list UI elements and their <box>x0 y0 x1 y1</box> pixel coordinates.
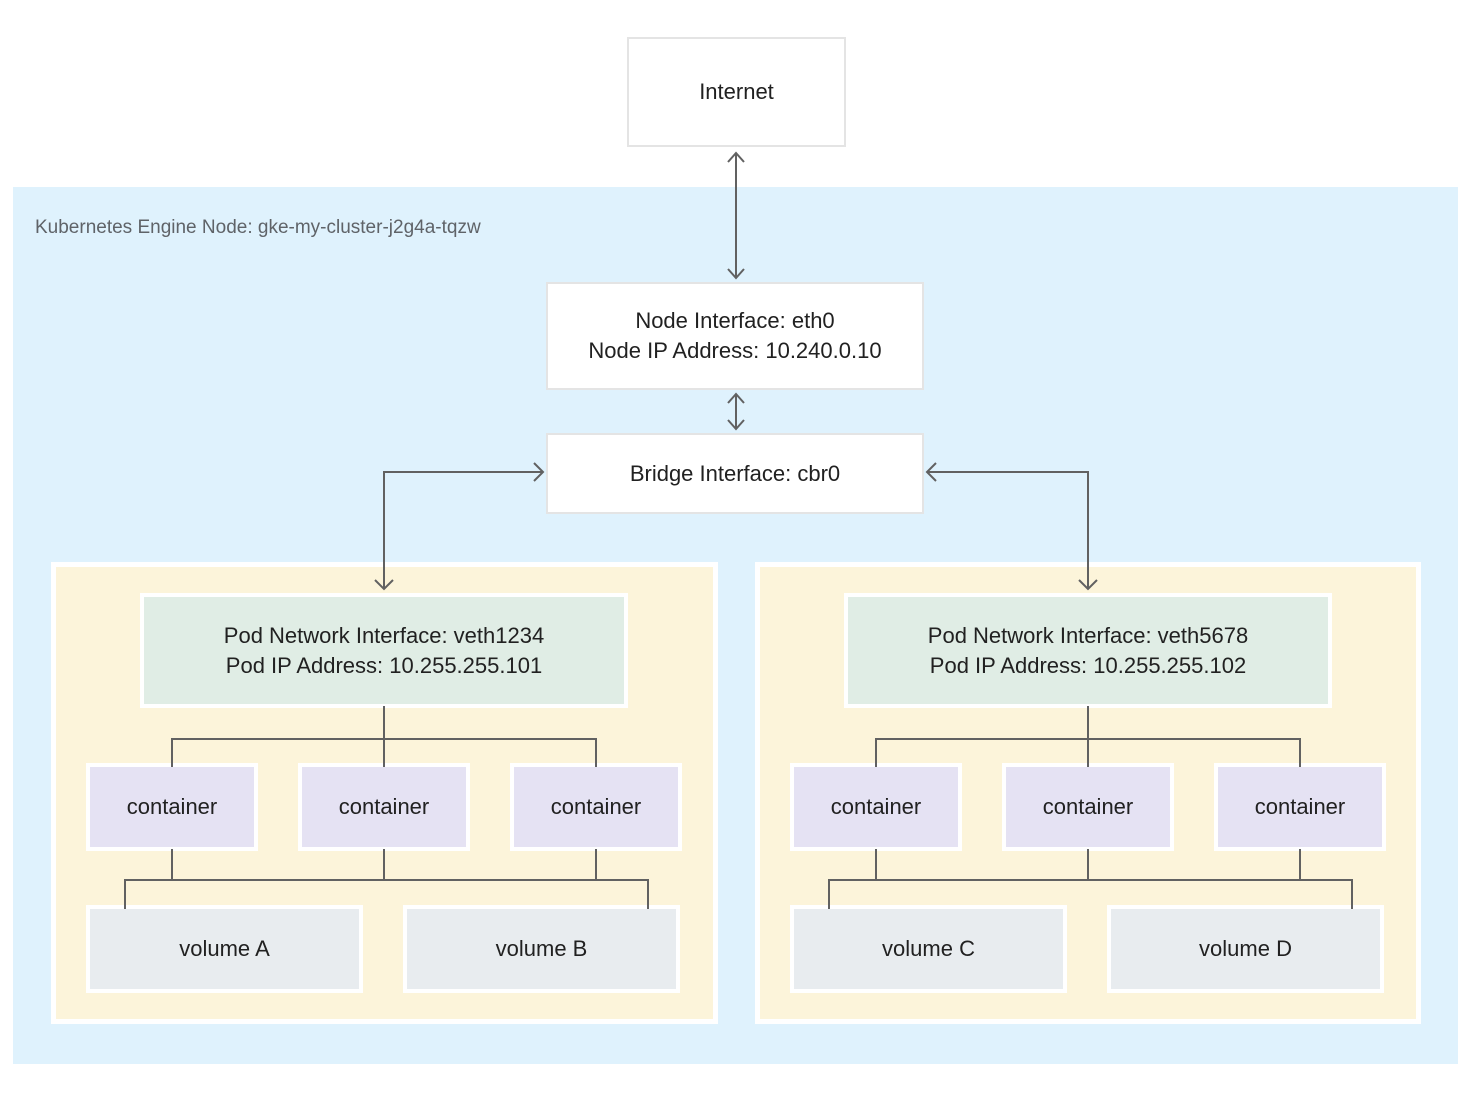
kubernetes-engine-node-label: Kubernetes Engine Node: gke-my-cluster-j… <box>35 217 481 238</box>
pod-2-container-1: container <box>790 763 962 851</box>
node-ip-address: Node IP Address: 10.240.0.10 <box>588 338 882 363</box>
pod-1-container-3: container <box>510 763 682 851</box>
pod-2-network-interface-name: Pod Network Interface: veth5678 <box>927 622 1249 648</box>
pod-1: Pod Network Interface: veth1234 Pod IP A… <box>51 562 718 1024</box>
pod-1-network-interface-name: Pod Network Interface: veth1234 <box>223 622 545 648</box>
pod-1-ip-address: Pod IP Address: 10.255.255.101 <box>225 652 543 678</box>
node-interface-box: Node Interface: eth0 Node IP Address: 10… <box>546 282 924 390</box>
pod-1-volume-a: volume A <box>86 905 363 993</box>
node-interface-name: Node Interface: eth0 <box>635 308 835 333</box>
pod-2-volume-d: volume D <box>1107 905 1384 993</box>
internet-label: Internet <box>699 79 774 104</box>
pod-2-container-3: container <box>1214 763 1386 851</box>
bridge-interface-box: Bridge Interface: cbr0 <box>546 433 924 514</box>
bridge-interface-label: Bridge Interface: cbr0 <box>629 460 841 486</box>
pod-1-network-interface-box: Pod Network Interface: veth1234 Pod IP A… <box>140 593 628 708</box>
internet-box: Internet <box>627 37 846 147</box>
pod-1-volume-b: volume B <box>403 905 680 993</box>
pod-2-network-interface-box: Pod Network Interface: veth5678 Pod IP A… <box>844 593 1332 708</box>
pod-2-volume-c: volume C <box>790 905 1067 993</box>
pod-2-ip-address: Pod IP Address: 10.255.255.102 <box>929 652 1247 678</box>
pod-2: Pod Network Interface: veth5678 Pod IP A… <box>755 562 1421 1024</box>
pod-1-container-1: container <box>86 763 258 851</box>
pod-2-container-2: container <box>1002 763 1174 851</box>
kubernetes-engine-node-container: Kubernetes Engine Node: gke-my-cluster-j… <box>13 187 1458 1064</box>
pod-1-container-2: container <box>298 763 470 851</box>
